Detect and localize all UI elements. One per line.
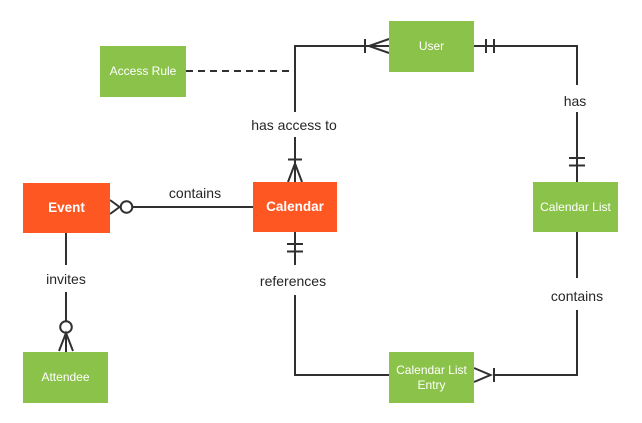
edge-label-contains-event: contains — [168, 185, 222, 201]
entity-label: Event — [48, 199, 85, 215]
entity-event[interactable]: Event — [23, 183, 110, 233]
edge-contains-calendar-list-entry — [473, 232, 578, 383]
entity-calendar-list-entry[interactable]: Calendar List Entry — [389, 352, 474, 403]
edge-label-has-access-to: has access to — [251, 117, 337, 133]
edge-has-user-calendar-list — [474, 39, 585, 182]
edge-has-access-to-user-calendar — [287, 38, 390, 183]
entity-label: Calendar — [266, 198, 324, 214]
edge-label-has: has — [563, 93, 587, 109]
entity-label: Attendee — [41, 370, 90, 384]
edge-references-calendar-entry — [287, 232, 389, 376]
edge-label-references: references — [259, 273, 327, 289]
entity-user[interactable]: User — [389, 21, 474, 72]
edge-label-invites: invites — [46, 271, 86, 287]
entity-label: User — [418, 39, 445, 53]
edge-contains-event-calendar — [109, 199, 253, 215]
edge-label-contains-list: contains — [550, 288, 604, 304]
entity-label: Calendar List Entry — [396, 362, 467, 392]
entity-label: Calendar List — [540, 199, 611, 214]
entity-label: Access Rule — [109, 64, 177, 78]
entity-calendar[interactable]: Calendar — [253, 182, 337, 232]
edge-invites-event-attendee — [58, 233, 74, 352]
entity-calendar-list[interactable]: Calendar List — [533, 182, 618, 232]
entity-access-rule[interactable]: Access Rule — [100, 46, 186, 97]
entity-attendee[interactable]: Attendee — [23, 352, 108, 403]
